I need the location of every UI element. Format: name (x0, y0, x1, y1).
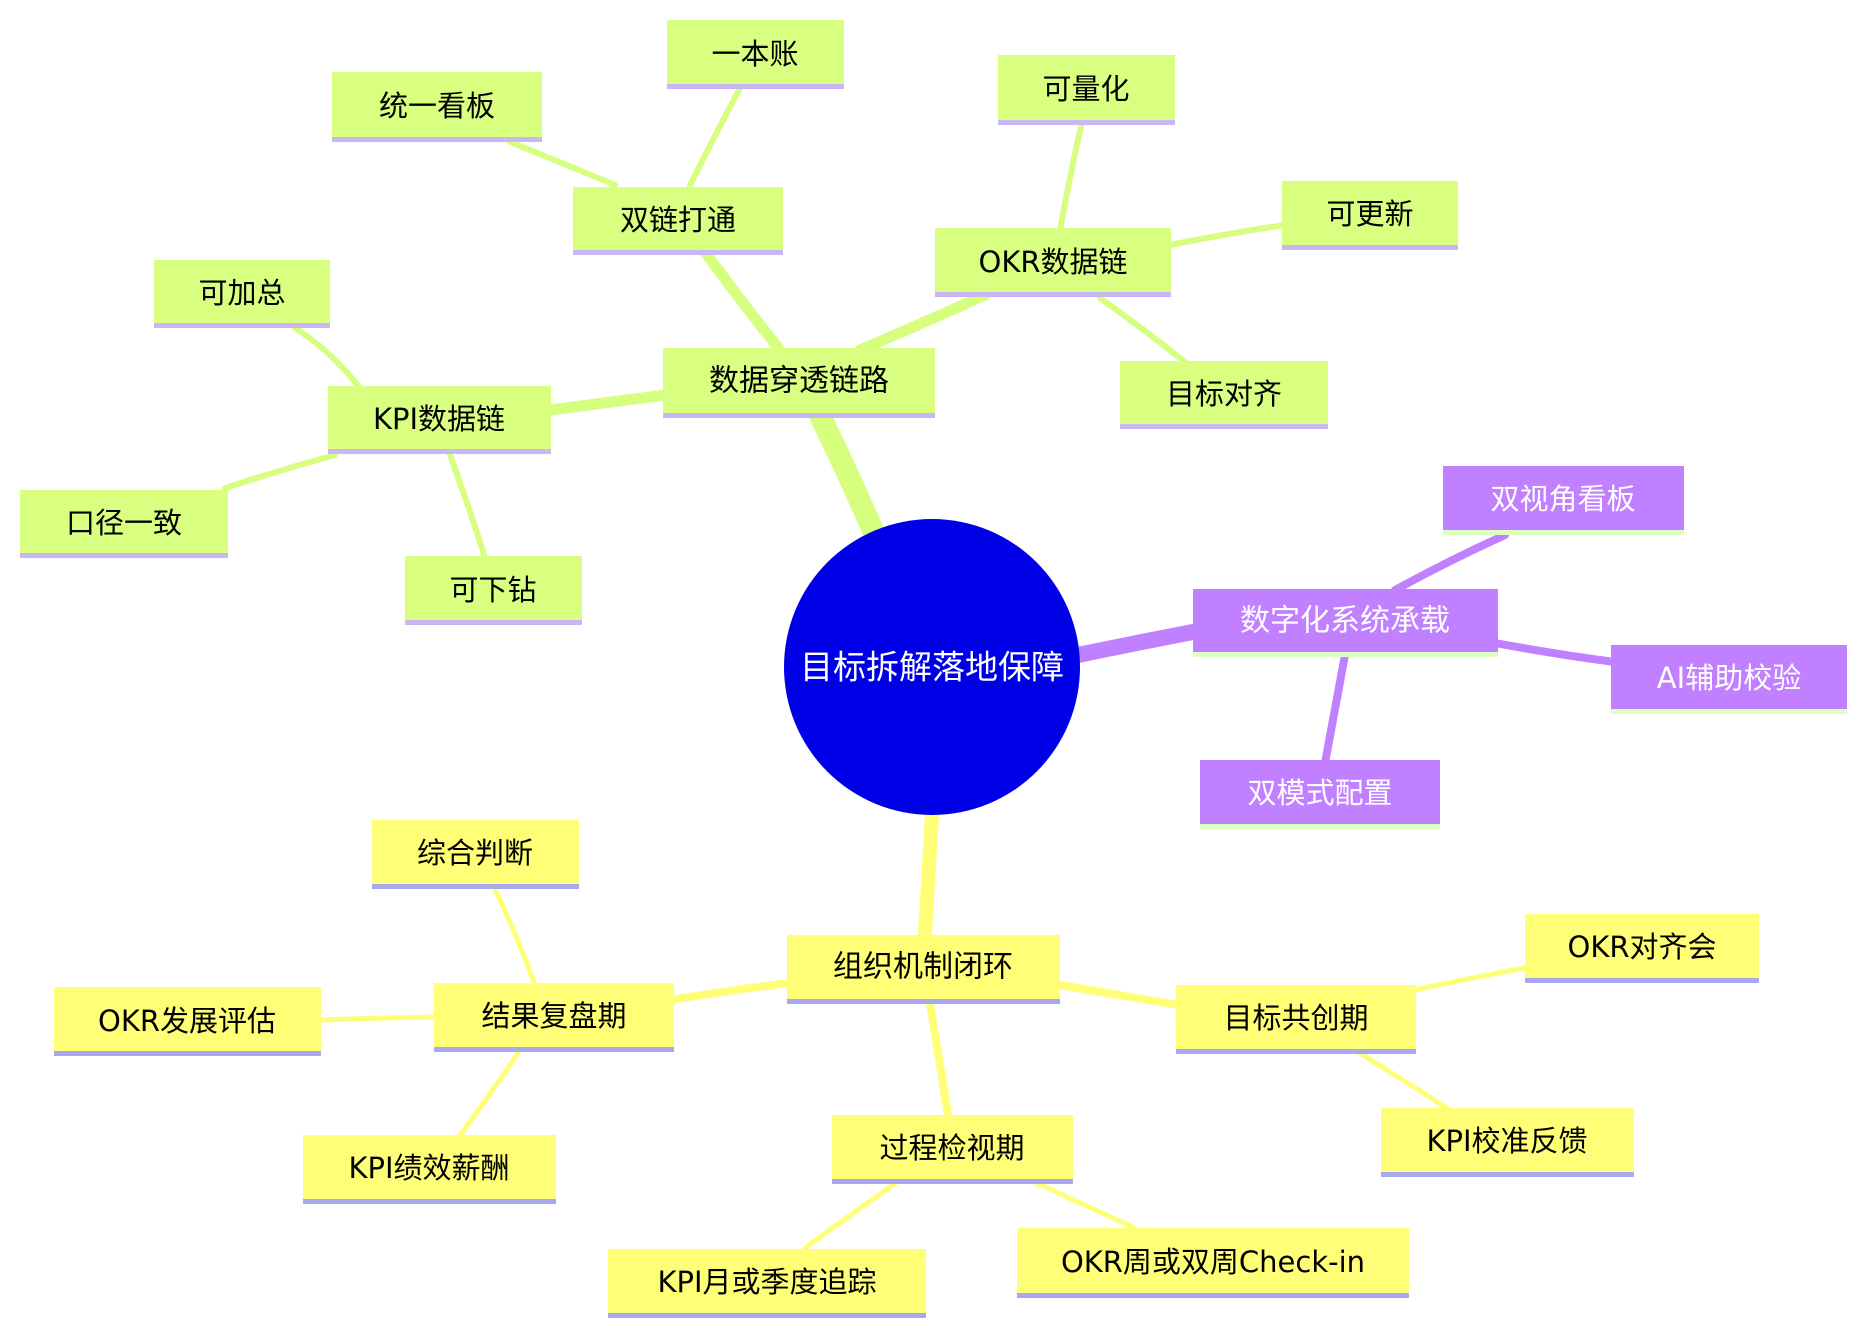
node-kpi-feedback[interactable]: KPI校准反馈 (1381, 1108, 1634, 1177)
node-alignment-label: 目标对齐 (1166, 377, 1282, 411)
node-okr-eval[interactable]: OKR发展评估 (54, 987, 321, 1056)
node-dual-view-label: 双视角看板 (1490, 482, 1635, 516)
node-data-chain[interactable]: 数据穿透链路 (663, 348, 935, 418)
node-digital-label: 数字化系统承载 (1240, 604, 1450, 639)
edge-co-okr (1412, 965, 1528, 993)
node-dual-view[interactable]: 双视角看板 (1443, 466, 1684, 535)
edge-data-dual (699, 246, 786, 356)
edge-dual-ledger (687, 85, 743, 188)
edges (222, 85, 1619, 1251)
nodes: 目标拆解落地保障 数据穿透链路 数字化系统承载 组织机制闭环 双链打通 (20, 20, 1847, 1318)
node-kpi-track[interactable]: KPI月或季度追踪 (608, 1249, 926, 1318)
node-cocreate-label: 目标共创期 (1223, 1001, 1368, 1035)
node-kpi-pay-label: KPI绩效薪酬 (348, 1151, 509, 1185)
node-kpi-track-label: KPI月或季度追踪 (657, 1265, 876, 1299)
root-label: 目标拆解落地保障 (800, 648, 1064, 687)
edge-org-review (666, 979, 794, 1004)
node-board[interactable]: 统一看板 (332, 72, 542, 142)
edge-okr-upd (1167, 222, 1288, 248)
edge-rev-okr (317, 1014, 438, 1023)
edge-data-kpi (544, 389, 671, 416)
edge-co-kpi (1352, 1047, 1453, 1113)
edge-dig-ai (1491, 639, 1619, 666)
node-consistent-label: 口径一致 (66, 506, 182, 540)
node-digital[interactable]: 数字化系统承载 (1193, 589, 1498, 657)
node-kpi-pay[interactable]: KPI绩效薪酬 (303, 1135, 556, 1204)
node-quantifiable-label: 可量化 (1042, 72, 1129, 106)
node-process[interactable]: 过程检视期 (832, 1115, 1073, 1184)
edge-dual-board (507, 139, 618, 188)
node-dual-mode-label: 双模式配置 (1247, 776, 1392, 810)
node-okr-chain-label: OKR数据链 (979, 245, 1128, 279)
node-drilldown-label: 可下钻 (449, 573, 536, 607)
node-cocreate[interactable]: 目标共创期 (1176, 985, 1416, 1054)
node-alignment[interactable]: 目标对齐 (1120, 361, 1328, 429)
edge-kpi-drill (447, 452, 488, 561)
node-org-label: 组织机制闭环 (833, 950, 1013, 985)
node-aggregatable-label: 可加总 (198, 276, 285, 310)
edge-okr-quant (1057, 119, 1085, 233)
edge-root-org (918, 808, 939, 942)
node-judgement-label: 综合判断 (417, 836, 533, 870)
node-quantifiable[interactable]: 可量化 (998, 55, 1175, 125)
node-ai-check[interactable]: AI辅助校验 (1611, 645, 1847, 714)
node-kpi-chain-label: KPI数据链 (373, 402, 505, 436)
node-dual-chain[interactable]: 双链打通 (573, 187, 783, 255)
edge-rev-judge (492, 887, 538, 988)
node-aggregatable[interactable]: 可加总 (154, 260, 330, 328)
node-okr-eval-label: OKR发展评估 (98, 1004, 276, 1038)
edge-kpi-sum (292, 325, 363, 391)
edge-pro-okr (1027, 1177, 1138, 1231)
node-okr-checkin-label: OKR周或双周Check-in (1061, 1245, 1365, 1279)
edge-rev-kpi (455, 1047, 523, 1141)
node-updatable-label: 可更新 (1326, 197, 1413, 231)
node-ledger-label: 一本账 (711, 37, 798, 71)
node-okr-meeting[interactable]: OKR对齐会 (1525, 914, 1759, 983)
node-board-label: 统一看板 (379, 89, 495, 123)
node-okr-chain[interactable]: OKR数据链 (935, 228, 1171, 297)
node-updatable[interactable]: 可更新 (1282, 181, 1458, 250)
node-drilldown[interactable]: 可下钻 (405, 556, 582, 625)
edge-kpi-cons (222, 452, 338, 491)
node-data-chain-label: 数据穿透链路 (709, 364, 889, 399)
edge-pro-kpi (802, 1177, 903, 1251)
node-process-label: 过程检视期 (879, 1131, 1024, 1165)
edge-data-okr (854, 289, 991, 356)
node-okr-meeting-label: OKR对齐会 (1568, 930, 1717, 964)
edge-org-process (926, 999, 952, 1119)
root-node[interactable]: 目标拆解落地保障 (784, 519, 1080, 815)
node-review-label: 结果复盘期 (481, 999, 626, 1033)
edge-dig-mode (1321, 651, 1349, 767)
node-kpi-chain[interactable]: KPI数据链 (328, 386, 551, 454)
node-kpi-feedback-label: KPI校准反馈 (1426, 1124, 1587, 1158)
edge-okr-align (1097, 295, 1188, 365)
edge-dig-view (1391, 531, 1509, 594)
node-okr-checkin[interactable]: OKR周或双周Check-in (1017, 1228, 1409, 1298)
node-judgement[interactable]: 综合判断 (372, 820, 579, 889)
node-ai-check-label: AI辅助校验 (1657, 661, 1801, 695)
edge-org-cocreate (1056, 981, 1182, 1009)
node-org[interactable]: 组织机制闭环 (787, 935, 1060, 1004)
node-consistent[interactable]: 口径一致 (20, 490, 228, 558)
node-dual-mode[interactable]: 双模式配置 (1200, 760, 1440, 829)
node-dual-chain-label: 双链打通 (620, 203, 736, 237)
node-review[interactable]: 结果复盘期 (434, 983, 674, 1052)
node-ledger[interactable]: 一本账 (667, 20, 844, 89)
